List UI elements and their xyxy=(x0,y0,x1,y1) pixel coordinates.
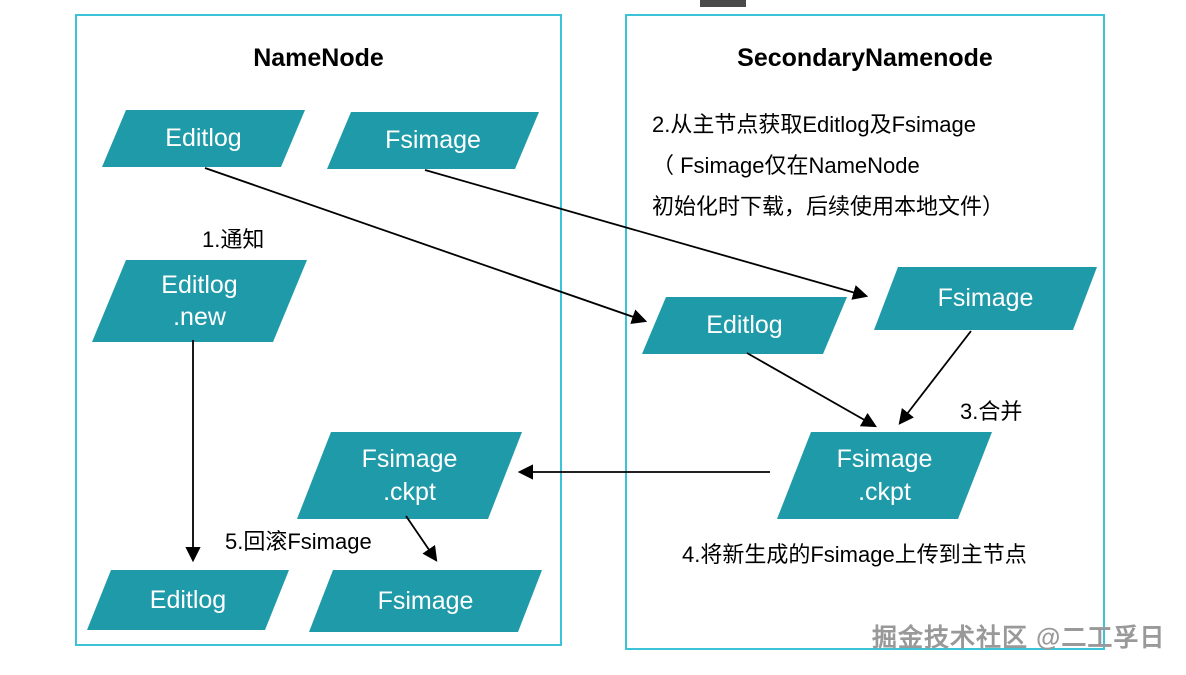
step5-label: 5.回滚Fsimage xyxy=(225,529,372,554)
node-label-line2: .ckpt xyxy=(858,477,911,506)
step4-label: 4.将新生成的Fsimage上传到主节点 xyxy=(682,542,1027,567)
node-label-line1: Editlog xyxy=(161,270,238,299)
node-label-line2: .new xyxy=(173,303,226,331)
node-label: Editlog xyxy=(149,585,227,614)
node-label: Fsimage xyxy=(937,284,1034,313)
node-namenode-editlog-new: Editlog .new xyxy=(92,260,307,342)
node-namenode-fsimage-top: Fsimage xyxy=(327,112,539,169)
step2-note-line2: （ Fsimage仅在NameNode xyxy=(652,153,920,178)
node-namenode-editlog-top: Editlog xyxy=(102,110,305,167)
node-secondary-fsimage-ckpt: Fsimage .ckpt xyxy=(777,432,992,519)
node-label-line1: Fsimage xyxy=(836,445,933,473)
node-label-line2: .ckpt xyxy=(383,477,436,506)
step3-label: 3.合并 xyxy=(960,399,1023,424)
namenode-title: NameNode xyxy=(253,44,384,72)
node-label: Editlog xyxy=(706,311,783,340)
secondary-namenode-title: SecondaryNamenode xyxy=(737,44,993,72)
step2-note: 2.从主节点获取Editlog及Fsimage （ Fsimage仅在NameN… xyxy=(652,104,1004,227)
node-label: Editlog xyxy=(165,124,242,153)
node-label: Fsimage xyxy=(385,126,481,155)
node-label: Fsimage xyxy=(377,586,474,615)
node-secondary-editlog: Editlog xyxy=(642,297,847,354)
node-namenode-editlog-bottom: Editlog xyxy=(87,570,289,630)
step1-label: 1.通知 xyxy=(202,227,265,252)
node-namenode-fsimage-bottom: Fsimage xyxy=(309,570,542,632)
step2-note-line3: 初始化时下载，后续使用本地文件） xyxy=(652,194,1005,219)
secondary-namenode-panel: SecondaryNamenode 2.从主节点获取Editlog及Fsimag… xyxy=(625,14,1105,650)
node-namenode-fsimage-ckpt: Fsimage .ckpt xyxy=(297,432,522,519)
top-edge-mark xyxy=(700,0,746,7)
namenode-panel: NameNode Editlog Fsimage 1.通知 Editlog .n… xyxy=(75,14,562,646)
step2-note-line1: 2.从主节点获取Editlog及Fsimage xyxy=(652,112,976,137)
watermark: 掘金技术社区 @二工孚日 xyxy=(872,624,1166,652)
node-label-line1: Fsimage xyxy=(361,445,458,473)
node-secondary-fsimage: Fsimage xyxy=(874,267,1097,330)
